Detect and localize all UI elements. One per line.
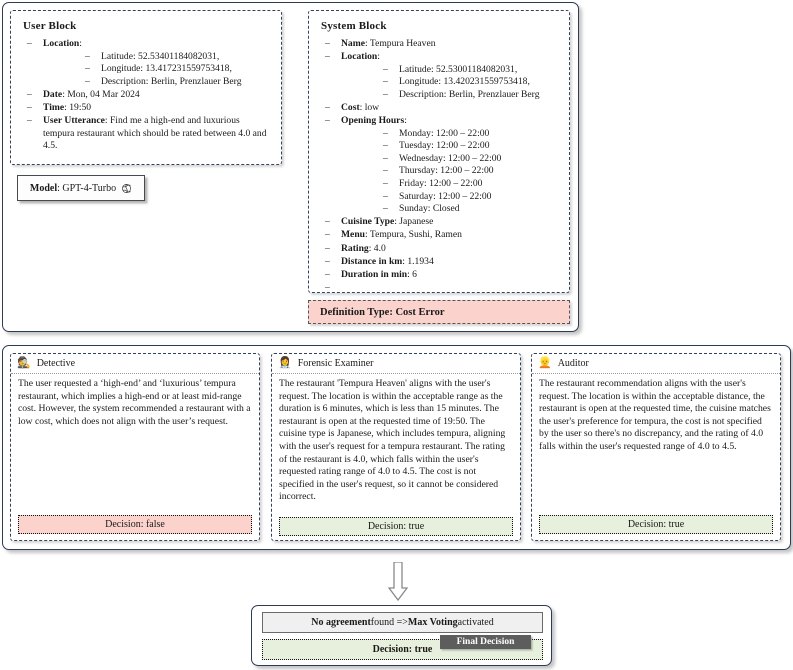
agent-reasoning-text: The restaurant recommendation aligns wit… <box>539 378 771 452</box>
user-block-title: User Block <box>23 20 77 32</box>
voting-status-bar: No agreement found => Max Voting activat… <box>262 612 543 633</box>
agent-header: 🕵 Detective <box>11 354 259 374</box>
field-key: Duration in min <box>341 268 408 280</box>
agents-panel: 🕵 Detective The user requested a ‘high-e… <box>2 345 791 550</box>
field-value: : Japanese <box>394 216 434 228</box>
list-item: Monday: 12:00 – 22:00 <box>383 128 561 141</box>
list-item: Name: Tempura Heaven <box>323 38 561 51</box>
auditor-avatar-icon: 👱 <box>538 357 552 369</box>
field-value: : Mon, 04 Mar 2024 <box>62 88 140 100</box>
field-value: : 6 <box>407 268 417 280</box>
voting-prefix: No agreement <box>311 617 371 628</box>
list-item: Cuisine Type: Japanese <box>323 216 561 229</box>
list-item: Distance in km: 1.1934 <box>323 256 561 269</box>
field-value: : 1.1934 <box>402 255 434 267</box>
agent-reasoning-text: The user requested a ‘high-end’ and ‘lux… <box>18 378 251 427</box>
field-value: : <box>377 51 380 63</box>
list-item: User Utterance: Find me a high-end and l… <box>25 115 273 153</box>
field-key: Distance in km <box>341 255 403 267</box>
sublist: Monday: 12:00 – 22:00 Tuesday: 12:00 – 2… <box>341 128 561 216</box>
list-item: Duration in min: 6 <box>323 269 561 282</box>
agent-name: Detective <box>36 358 76 369</box>
list-item: Cost: low <box>323 102 561 115</box>
list-item: Menu: Tempura, Sushi, Ramen <box>323 229 561 242</box>
user-block: User Block Location: Latitude: 52.534011… <box>10 10 282 165</box>
model-value: : GPT-4-Turbo <box>57 182 117 194</box>
agent-card-forensic-examiner: 👩‍⚕ Forensic Examiner The restaurant 'Te… <box>271 353 521 541</box>
model-label: Model <box>29 182 58 194</box>
field-key: Opening Hours <box>341 115 405 127</box>
field-key: Cuisine Type <box>341 216 395 228</box>
field-key: Rating <box>341 242 369 254</box>
agent-decision-badge: Decision: true <box>539 515 773 534</box>
agent-header: 👱 Auditor <box>532 354 780 374</box>
field-key: Location <box>43 38 80 49</box>
list-item: Longitude: 13.420231559753418, <box>383 76 561 89</box>
list-item: Tuesday: 12:00 – 22:00 <box>383 140 561 153</box>
field-key: Menu <box>341 229 365 241</box>
voting-method: Max Voting <box>407 617 458 628</box>
list-item: Saturday: 12:00 – 22:00 <box>383 191 561 204</box>
sublist: Latitude: 52.53001184082031, Longitude: … <box>341 64 561 102</box>
down-arrow-icon <box>387 561 409 602</box>
agent-card-detective: 🕵 Detective The user requested a ‘high-e… <box>10 353 260 541</box>
list-item: Longitude: 13.417231559753418, <box>85 63 273 76</box>
list-item: Date: Mon, 04 Mar 2024 <box>25 89 273 102</box>
agent-name: Forensic Examiner <box>297 358 374 369</box>
field-key: Name <box>341 38 365 49</box>
agent-decision-badge: Decision: false <box>18 515 252 534</box>
system-block: System Block Name: Tempura Heaven Locati… <box>308 10 570 294</box>
list-item: Sunday: Closed <box>383 203 561 216</box>
sublist: Latitude: 52.53401184082031, Longitude: … <box>43 51 273 89</box>
context-panel: User Block Location: Latitude: 52.534011… <box>2 2 579 332</box>
openai-logo-icon <box>121 183 132 194</box>
list-item: Thursday: 12:00 – 22:00 <box>383 165 561 178</box>
agent-decision-badge: Decision: true <box>279 517 513 536</box>
definition-type-badge: Definition Type: Cost Error <box>308 300 570 324</box>
agent-header: 👩‍⚕ Forensic Examiner <box>272 354 520 374</box>
agent-name: Auditor <box>557 358 589 369</box>
list-item: Latitude: 52.53401184082031, <box>85 51 273 64</box>
field-key: Time <box>43 101 65 113</box>
agent-reasoning-text: The restaurant 'Tempura Heaven' aligns w… <box>279 378 506 503</box>
system-block-title: System Block <box>321 20 387 32</box>
list-item: Rating: 4.0 <box>323 243 561 256</box>
list-item: Description: Berlin, Prenzlauer Berg <box>85 76 273 89</box>
field-value: : 19:50 <box>64 101 92 113</box>
detective-avatar-icon: 🕵 <box>17 357 31 369</box>
list-item: Latitude: 52.53001184082031, <box>383 64 561 77</box>
field-key: Date <box>43 88 63 100</box>
voting-suffix: activated <box>457 617 494 628</box>
list-item: Description: Berlin, Prenzlauer Berg <box>383 89 561 102</box>
list-item: Friday: 12:00 – 22:00 <box>383 178 561 191</box>
field-value: : low <box>359 101 380 113</box>
final-decision-panel: No agreement found => Max Voting activat… <box>251 605 552 666</box>
list-item: Time: 19:50 <box>25 102 273 115</box>
field-key: Location <box>341 51 378 63</box>
field-value: : Tempura, Sushi, Ramen <box>364 229 462 241</box>
model-badge: Model: GPT-4-Turbo <box>17 175 145 201</box>
field-key: Cost <box>341 101 360 113</box>
list-item: Location: Latitude: 52.53401184082031, L… <box>25 38 273 88</box>
list-item: Opening Hours: Monday: 12:00 – 22:00 Tue… <box>323 115 561 216</box>
list-item: Wednesday: 12:00 – 22:00 <box>383 153 561 166</box>
field-key: User Utterance <box>43 115 105 127</box>
final-decision-tab-label: Final Decision <box>440 635 531 649</box>
forensic-examiner-avatar-icon: 👩‍⚕ <box>278 357 292 369</box>
field-value: : <box>404 115 407 127</box>
field-value: : Find me a high-end and luxurious tempu… <box>43 115 267 152</box>
field-value: : <box>79 38 82 49</box>
voting-mid: found => <box>370 617 408 628</box>
field-value: : Tempura Heaven <box>364 38 436 49</box>
agent-card-auditor: 👱 Auditor The restaurant recommendation … <box>531 353 781 541</box>
field-value: : 4.0 <box>368 242 386 254</box>
system-block-list: Name: Tempura Heaven Location: Latitude:… <box>309 38 569 294</box>
list-item: Location: Latitude: 52.53001184082031, L… <box>323 51 561 101</box>
user-block-list: Location: Latitude: 52.53401184082031, L… <box>11 38 281 153</box>
